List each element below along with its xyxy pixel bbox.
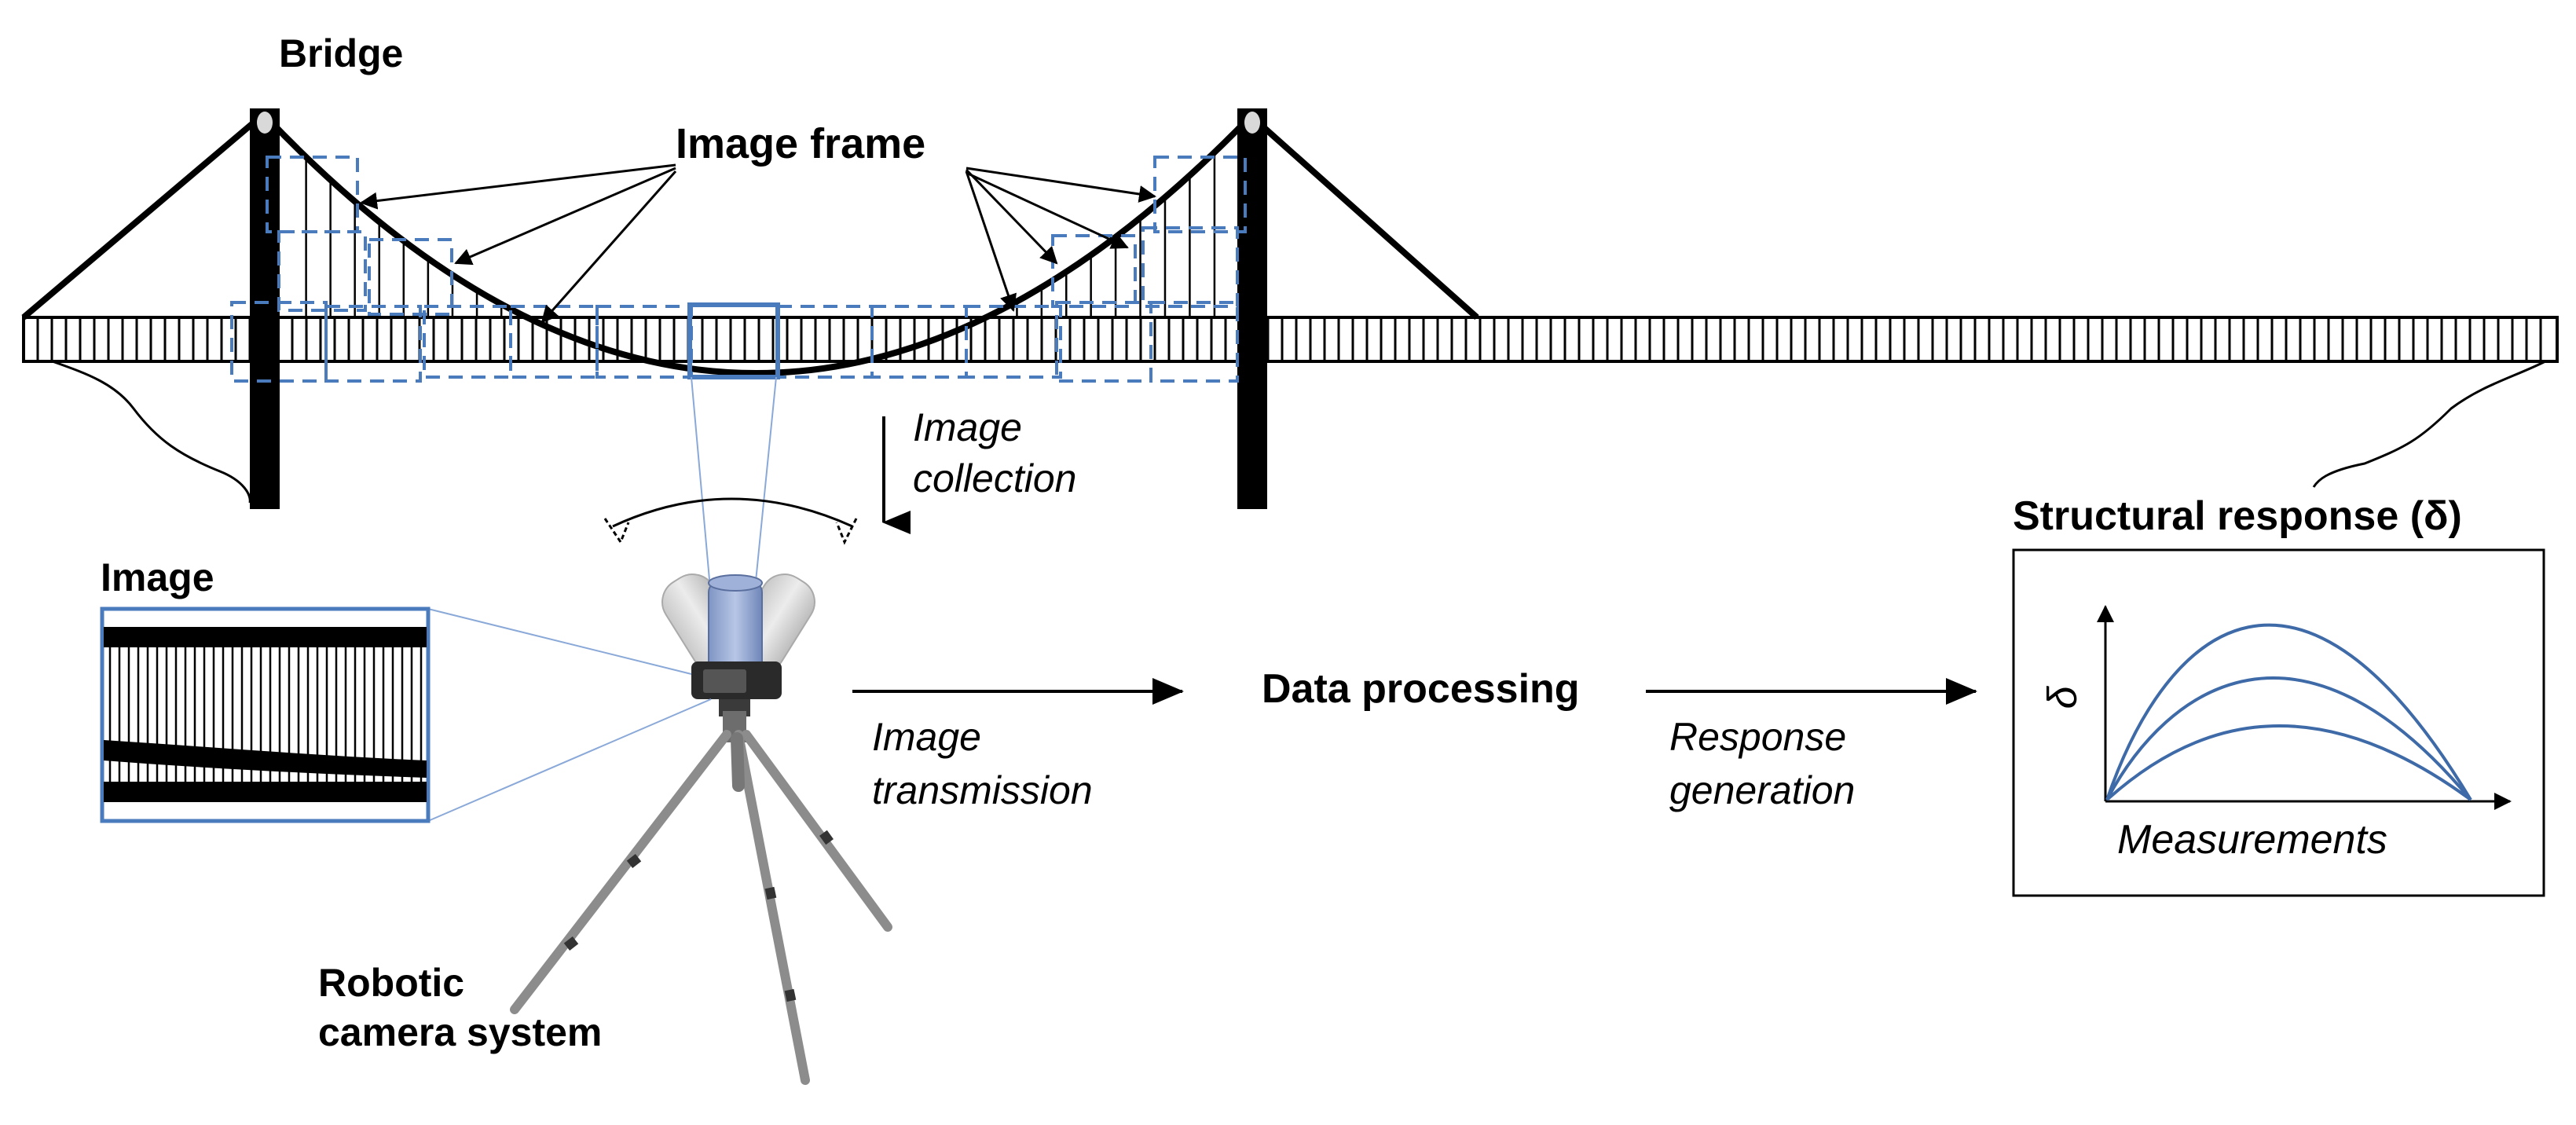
main-cable: [265, 115, 1251, 376]
selected-image-frame: [687, 302, 780, 379]
image-collection-label: Image collection: [913, 405, 1077, 500]
bridge-label: Bridge: [279, 31, 404, 75]
image-transmission-label: Image transmission: [872, 715, 1093, 812]
right-tower: [1237, 108, 1267, 509]
robotic-camera-label: Robotic camera system: [318, 961, 603, 1054]
left-tower: [250, 108, 280, 509]
bridge-deck: [22, 316, 2559, 363]
image-frames: [230, 156, 1247, 383]
measurements-axis-label: Measurements: [2117, 817, 2387, 863]
image-frame-pointer-arrows: [360, 163, 1156, 324]
delta-axis-label: δ: [2039, 686, 2086, 709]
image-label: Image: [101, 555, 214, 599]
suspension-bridge: [21, 108, 2559, 509]
robotic-camera-system: [510, 497, 892, 1085]
data-processing-label: Data processing: [1262, 666, 1580, 712]
structural-response-title: Structural response (δ): [2013, 493, 2462, 539]
response-generation-label: Response generation: [1669, 715, 1856, 812]
structural-response-plot: [2012, 548, 2545, 897]
image-frame-label: Image frame: [676, 120, 926, 167]
camera-field-of-view: [691, 376, 777, 598]
image-inset: [100, 606, 712, 823]
